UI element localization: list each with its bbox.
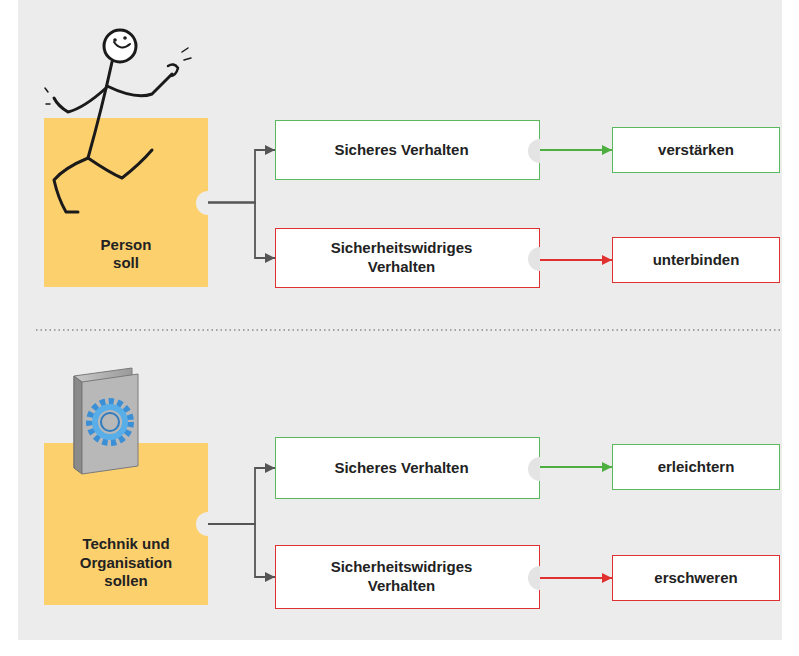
connector-arrow	[208, 150, 275, 203]
action-box: erschweren	[612, 555, 780, 601]
manual-icon	[44, 368, 164, 478]
actor-box: Technik und Organisation sollen	[44, 443, 208, 605]
action-box: erleichtern	[612, 444, 780, 490]
running-figure	[44, 8, 214, 228]
connector-arrow	[540, 577, 612, 579]
connector-arrow	[540, 259, 612, 261]
behaviour-label: Sicheres Verhalten	[334, 141, 468, 160]
action-label: erleichtern	[658, 458, 735, 477]
action-box: verstärken	[612, 127, 780, 173]
connector-arrow	[540, 149, 612, 151]
connector-arrow	[208, 524, 275, 577]
connector-notch	[528, 139, 540, 163]
connector-notch	[528, 247, 540, 271]
connector-arrow	[208, 203, 275, 259]
divider-line	[36, 329, 780, 331]
behaviour-box: Sicherheitswidriges Verhalten	[275, 545, 540, 609]
action-box: unterbinden	[612, 237, 780, 283]
behaviour-label: Sicherheitswidriges Verhalten	[312, 558, 492, 596]
connector-arrow	[208, 468, 275, 524]
action-label: erschweren	[654, 569, 737, 588]
connector-notch	[528, 566, 540, 590]
behaviour-box: Sicheres Verhalten	[275, 120, 540, 180]
action-label: unterbinden	[653, 251, 740, 270]
behaviour-box: Sicherheitswidriges Verhalten	[275, 228, 540, 288]
actor-label: Person soll	[90, 236, 162, 274]
connector-notch	[528, 457, 540, 481]
actor-box: Person soll	[44, 118, 208, 287]
behaviour-box: Sicheres Verhalten	[275, 437, 540, 499]
connector-notch	[196, 191, 208, 215]
action-label: verstärken	[658, 141, 734, 160]
connector-notch	[196, 512, 208, 536]
actor-label: Technik und Organisation sollen	[65, 535, 187, 591]
connector-arrow	[540, 466, 612, 468]
behaviour-label: Sicherheitswidriges Verhalten	[312, 239, 492, 277]
behaviour-label: Sicheres Verhalten	[334, 459, 468, 478]
